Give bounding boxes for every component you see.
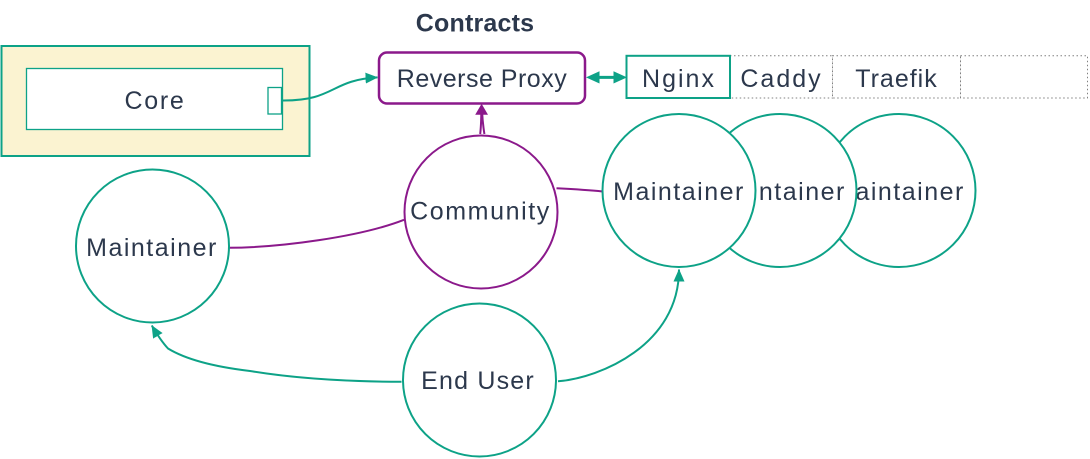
svg-text:Traefik: Traefik — [855, 65, 937, 93]
svg-text:End User: End User — [421, 367, 535, 395]
svg-text:Core: Core — [125, 87, 186, 115]
svg-text:Maintainer: Maintainer — [613, 178, 745, 206]
svg-text:Caddy: Caddy — [740, 65, 822, 93]
svg-text:Community: Community — [410, 198, 551, 226]
svg-text:Nginx: Nginx — [642, 65, 716, 93]
svg-text:Reverse Proxy: Reverse Proxy — [397, 65, 567, 93]
svg-text:Contracts: Contracts — [416, 10, 535, 38]
svg-text:Maintainer: Maintainer — [86, 234, 218, 262]
